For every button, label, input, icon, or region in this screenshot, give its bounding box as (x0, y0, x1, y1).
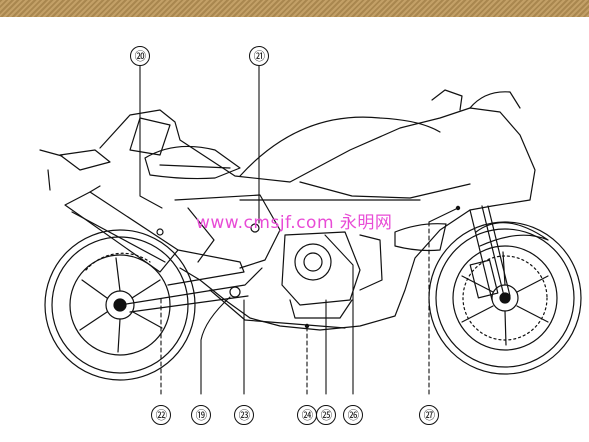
callout-27: ㉗ (419, 405, 439, 425)
callout-25: ㉕ (316, 405, 336, 425)
rear-wheel (44, 229, 196, 381)
header-band (0, 0, 589, 17)
callout-20: ⑳ (130, 46, 150, 66)
callout-24: ㉔ (297, 405, 317, 425)
engine (209, 231, 383, 329)
leader-lines (139, 65, 459, 395)
footpeg (156, 223, 260, 298)
fairing (39, 89, 536, 331)
watermark-text: www.cmsjf.com 永明网 (196, 213, 393, 233)
leader-dots (304, 205, 461, 329)
callout-23: ㉓ (234, 405, 254, 425)
front-fork (469, 205, 549, 301)
seat (144, 145, 241, 180)
callout-26: ㉖ (343, 405, 363, 425)
callout-19: ⑲ (191, 405, 211, 425)
front-wheel (428, 221, 582, 375)
callout-22: ㉒ (151, 405, 171, 425)
callout-21: ㉑ (249, 46, 269, 66)
